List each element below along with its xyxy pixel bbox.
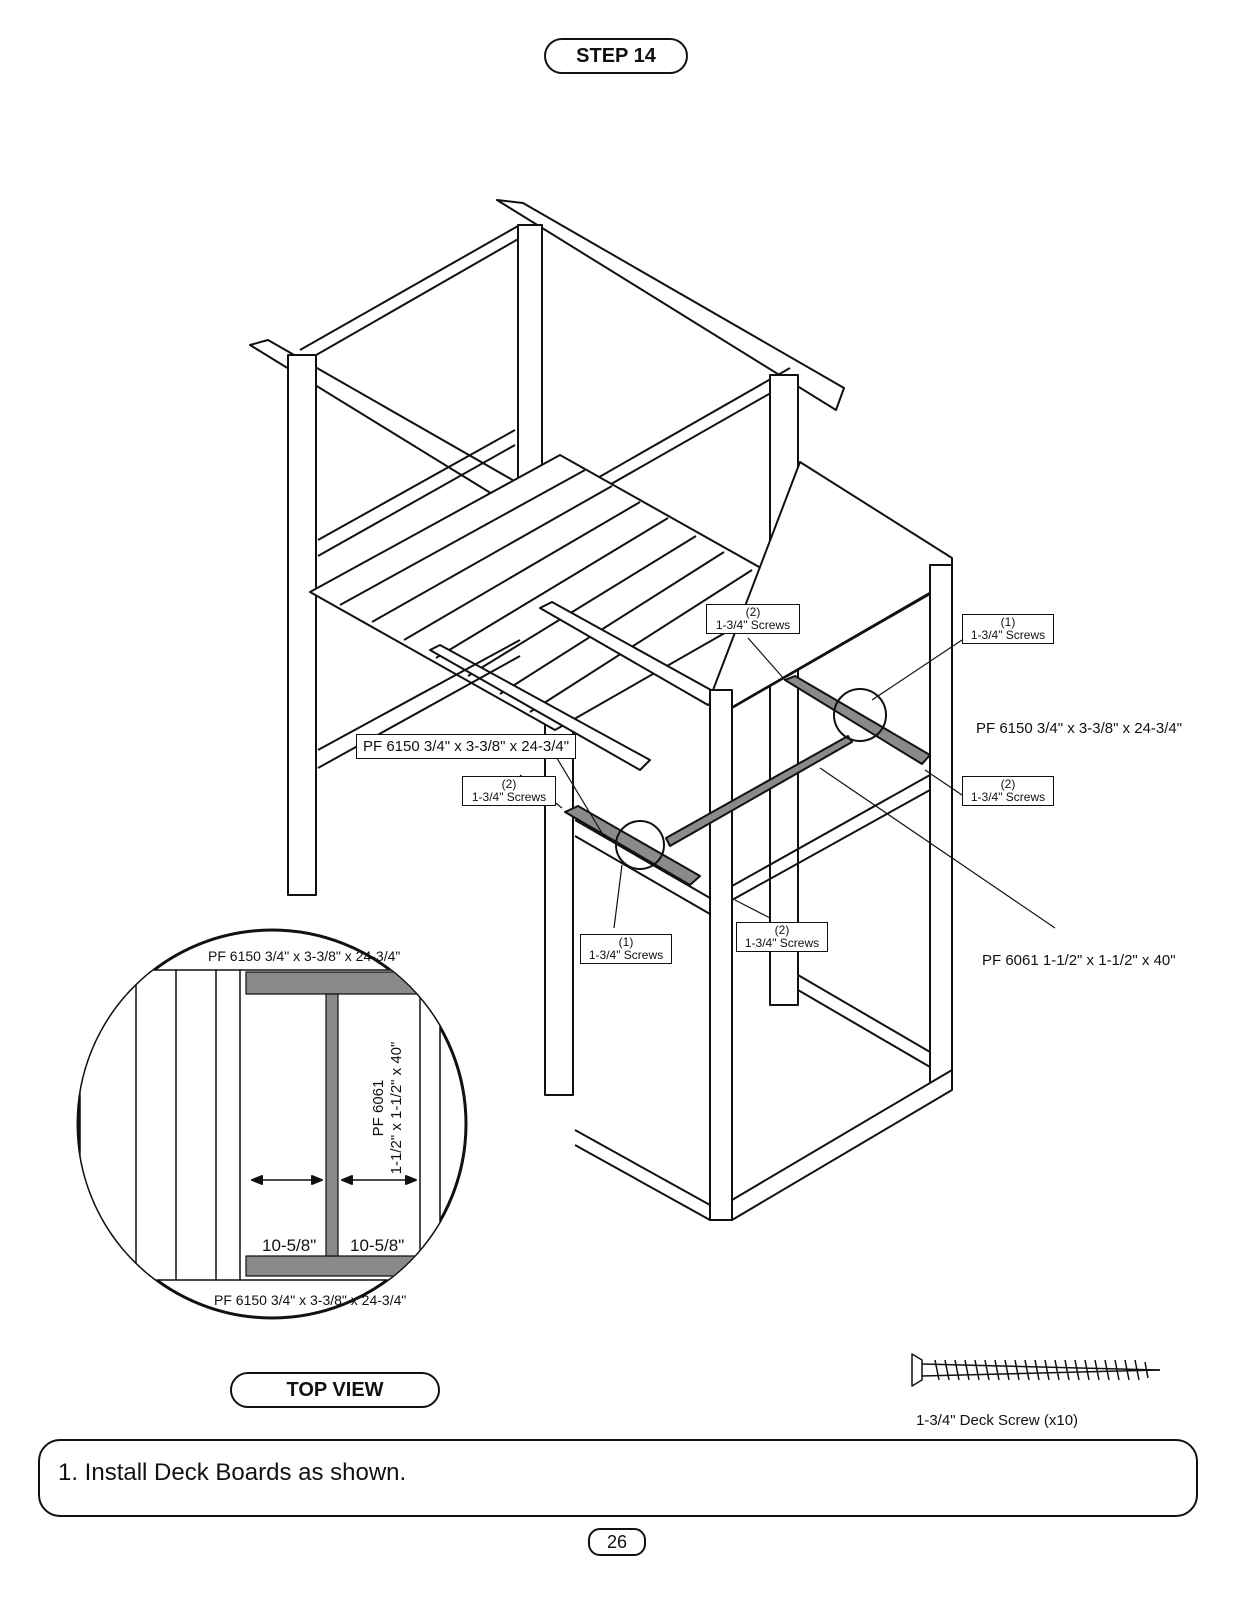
callout-screws-right-mid: (2) 1-3/4" Screws [962,776,1054,806]
callout-qty: (2) [774,923,790,937]
callout-desc: 1-3/4" Screws [970,628,1046,642]
top-view-title: TOP VIEW [230,1372,440,1408]
hardware-caption: 1-3/4" Deck Screw (x10) [916,1412,1079,1429]
step-title: STEP 14 [544,38,688,74]
callout-screws-bottom-center: (2) 1-3/4" Screws [736,922,828,952]
upper-posts [287,224,799,1096]
part-label-pf6150-boxed: PF 6150 3/4" x 3-3/8" x 24-3/4" [356,734,577,759]
callout-screws-left-mid: (2) 1-3/4" Screws [462,776,556,806]
callout-screws-right-top: (1) 1-3/4" Screws [962,614,1054,644]
lower-frame [574,461,953,1221]
callout-screws-top-center: (2) 1-3/4" Screws [706,604,800,634]
callout-desc: 1-3/4" Screws [970,790,1046,804]
detail-circle-right [833,688,887,742]
callout-screws-bottom-left: (1) 1-3/4" Screws [580,934,672,964]
vertical-label-line1: PF 6061 [370,1079,387,1137]
part-label-pf6061-right: PF 6061 1-1/2" x 1-1/2" x 40" [982,952,1176,969]
callout-qty: (2) [745,605,761,619]
part-label-pf6150-right: PF 6150 3/4" x 3-3/8" x 24-3/4" [976,720,1183,737]
top-view-vertical-label: PF 6061 1-1/2" x 1-1/2" x 40" [370,1038,406,1178]
callout-desc: 1-3/4" Screws [588,948,664,962]
callout-qty: (2) [1000,777,1016,791]
dimension-left: 10-5/8" [262,1236,317,1255]
detail-circle-left [615,820,665,870]
dimension-right: 10-5/8" [350,1236,405,1255]
deck-rails [317,429,721,771]
callout-desc: 1-3/4" Screws [744,936,820,950]
leader-lines [519,637,1056,929]
callout-qty: (1) [1000,615,1016,629]
top-view-drawing [79,969,441,1281]
page-number: 26 [588,1528,646,1556]
vertical-label-line2: 1-1/2" x 1-1/2" x 40" [388,1041,405,1175]
callout-qty: (1) [618,935,634,949]
top-view-top-label: PF 6150 3/4" x 3-3/8" x 24-3/4" [208,948,401,964]
deck-screw-icon [911,1353,1161,1387]
top-view-bottom-label: PF 6150 3/4" x 3-3/8" x 24-3/4" [214,1292,407,1308]
callout-desc: 1-3/4" Screws [715,618,791,632]
new-deck-boards [564,675,931,886]
instruction-text: 1. Install Deck Boards as shown. [58,1459,407,1486]
callout-qty: (2) [501,777,517,791]
instruction-box: 1. Install Deck Boards as shown. [38,1439,1198,1517]
callout-desc: 1-3/4" Screws [471,790,547,804]
